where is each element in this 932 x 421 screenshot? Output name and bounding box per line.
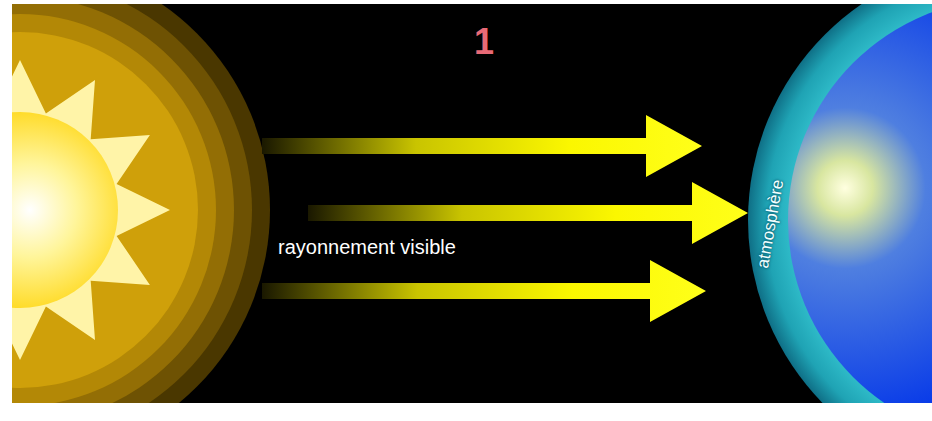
sun-core — [12, 112, 118, 308]
earth-globe — [788, 4, 932, 403]
light-arrows — [262, 115, 748, 322]
sun — [12, 4, 270, 403]
atmosphere — [748, 4, 932, 403]
light-arrow — [262, 260, 706, 322]
light-arrow — [308, 182, 748, 244]
radiation-label: rayonnement visible — [278, 236, 456, 258]
earth — [748, 4, 932, 403]
figure-number: 1 — [474, 22, 494, 62]
light-arrow — [262, 115, 702, 177]
sun-rays — [12, 60, 170, 360]
